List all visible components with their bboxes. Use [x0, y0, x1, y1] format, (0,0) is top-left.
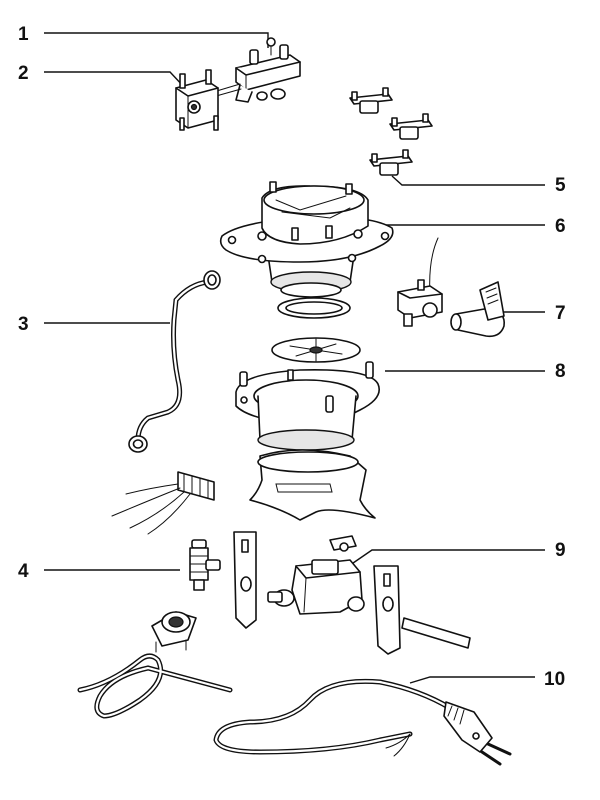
- part-steam-pipe: [128, 270, 221, 453]
- leader-5: [391, 175, 545, 186]
- callout-10: 10: [544, 669, 565, 690]
- callout-5: 5: [555, 175, 566, 196]
- part-pressure-valve: [397, 237, 506, 338]
- callout-1: 1: [18, 24, 29, 45]
- part-pump: [233, 531, 471, 655]
- part-valve-connector: [189, 539, 221, 591]
- part-heating-housing: [235, 337, 380, 521]
- part-wire-harness: [111, 471, 215, 535]
- leader-2: [44, 71, 186, 89]
- callout-2: 2: [18, 63, 29, 84]
- leader-1: [44, 32, 269, 48]
- leader-10: [409, 676, 535, 684]
- part-hose-loop: [77, 653, 233, 719]
- callout-7: 7: [555, 303, 566, 324]
- callout-4: 4: [18, 561, 29, 582]
- leader-9: [339, 549, 545, 573]
- part-boiler: [219, 181, 394, 298]
- part-thermostat-clips: [349, 87, 433, 176]
- callout-8: 8: [555, 361, 566, 382]
- part-gasket: [277, 297, 351, 319]
- callout-3: 3: [18, 314, 29, 335]
- part-sensor: [151, 611, 197, 653]
- part-power-cord: [213, 678, 512, 766]
- part-switch-assembly: [175, 37, 301, 131]
- callout-6: 6: [555, 216, 566, 237]
- callout-9: 9: [555, 540, 566, 561]
